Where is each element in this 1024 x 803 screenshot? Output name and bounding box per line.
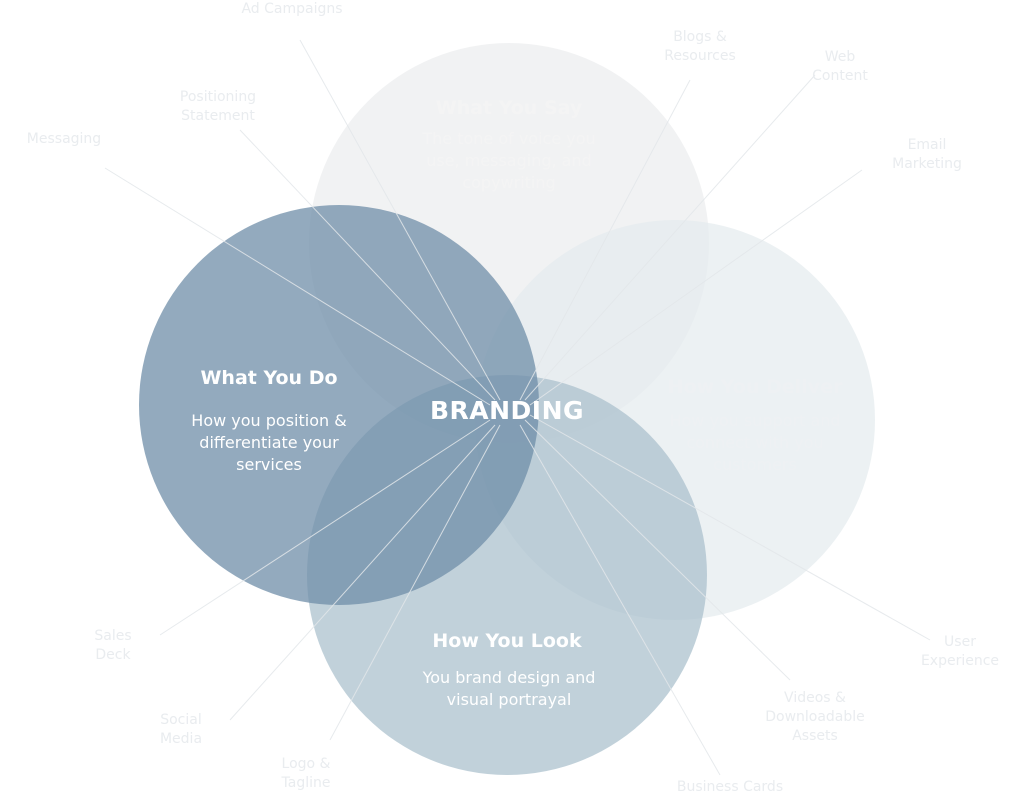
what-you-do-desc: How you position & differentiate your se… (191, 411, 347, 474)
spoke-lines (104, 39, 931, 776)
label-web-content: Web Content (812, 49, 868, 84)
label-user-experience: User Experience (920, 634, 1000, 669)
label-positioning-statement: Positioning Statement (179, 89, 257, 124)
spoke-line-web-content (524, 74, 816, 401)
how-you-deliver-title: How You Deliver (667, 376, 843, 398)
spoke-line-blogs-resources (519, 79, 691, 401)
what-you-do-title: What You Do (200, 367, 338, 389)
label-email-marketing: Email Marketing (892, 137, 962, 172)
how-you-deliver-desc: How you support and connect with you cus… (669, 411, 841, 474)
how-you-look-title: How You Look (432, 630, 582, 652)
spoke-line-user-experience (529, 414, 931, 641)
label-business-cards: Business Cards (676, 779, 784, 795)
spoke-line-social-media (229, 424, 496, 721)
spoke-line-logo-tagline (329, 424, 501, 741)
label-ad-campaigns: Ad Campaigns (241, 1, 343, 17)
label-messaging: Messaging (26, 131, 102, 147)
label-logo-tagline: Logo & Tagline (281, 756, 331, 791)
spoke-line-messaging (104, 167, 491, 406)
branding-center-title: BRANDING (429, 396, 585, 425)
label-blogs-resources: Blogs & Resources (664, 29, 736, 64)
label-videos-assets: Videos & Downloadable Assets (765, 690, 865, 744)
how-you-look-desc: You brand design and visual portrayal (422, 668, 596, 709)
spoke-line-sales-deck (159, 419, 491, 636)
spoke-line-ad-campaigns (299, 39, 501, 401)
what-you-say-title: What You Say (435, 97, 583, 119)
what-you-say-desc: The tone of voice you use, messaging, an… (422, 129, 596, 192)
label-social-media: Social Media (159, 712, 203, 747)
spoke-line-positioning-statement (239, 129, 496, 401)
circle-what-you-do (139, 205, 539, 605)
label-sales-deck: Sales Deck (94, 628, 132, 663)
spoke-line-email-marketing (529, 169, 863, 406)
spoke-line-videos-assets (524, 419, 791, 681)
spoke-line-business-cards (519, 424, 721, 776)
